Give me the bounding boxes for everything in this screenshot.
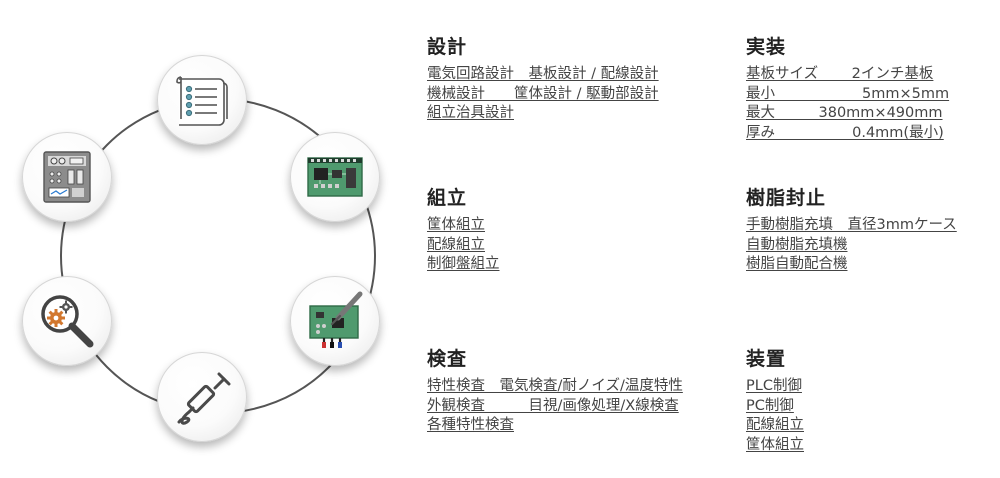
equipment-item[interactable]: 配線組立 (746, 417, 804, 433)
equipment-items: PLC制御 PC制御 配線組立 筐体組立 (746, 377, 804, 455)
assembly-item[interactable]: 制御盤組立 (427, 256, 500, 272)
assembly-title: 組立 (427, 187, 468, 209)
equipment-item[interactable]: PLC制御 (746, 378, 802, 394)
assembly-section: 組立 筐体組立 配線組立 制御盤組立 (427, 183, 500, 275)
mounting-item[interactable]: 最小 5mm×5mm (746, 85, 950, 102)
mounting-item[interactable]: 厚み 0.4mm(最小) (746, 124, 944, 141)
equipment-item[interactable]: 筐体組立 (746, 436, 804, 453)
resin-item[interactable]: 自動樹脂充填機 (746, 236, 848, 253)
circuit-board-icon (307, 157, 363, 197)
resin-section: 樹脂封止 手動樹脂充填 直径3mmケース 自動樹脂充填機 樹脂自動配合機 (746, 183, 957, 275)
design-item[interactable]: 電気回路設計 基板設計 / 配線設計 (427, 66, 659, 82)
resin-item[interactable]: 手動樹脂充填 直径3mmケース (746, 217, 957, 233)
design-title: 設計 (427, 36, 468, 58)
assembly-item[interactable]: 配線組立 (427, 236, 485, 253)
equipment-title: 装置 (746, 348, 787, 370)
inspection-title: 検査 (427, 348, 468, 370)
mounting-section: 実装 基板サイズ 2インチ基板 最小 5mm×5mm 最大 380mm×490m… (746, 32, 949, 143)
resin-node (157, 352, 247, 442)
spec-document-icon (176, 76, 228, 126)
mounting-node (290, 132, 380, 222)
inspection-items: 特性検査 電気検査/耐ノイズ/温度特性 外観検査 目視/画像処理/X線検査 各種… (427, 377, 683, 436)
equipment-item[interactable]: PC制御 (746, 397, 794, 414)
mounting-item[interactable]: 最大 380mm×490mm (746, 105, 943, 121)
inspection-item[interactable]: 外観検査 目視/画像処理/X線検査 (427, 397, 679, 414)
design-item[interactable]: 機械設計 筐体設計 / 駆動部設計 (427, 85, 659, 102)
assembly-item[interactable]: 筐体組立 (427, 217, 485, 233)
assembly-items: 筐体組立 配線組立 制御盤組立 (427, 216, 500, 275)
design-node (157, 55, 247, 145)
equipment-section: 装置 PLC制御 PC制御 配線組立 筐体組立 (746, 344, 804, 455)
resin-item[interactable]: 樹脂自動配合機 (746, 256, 848, 272)
inspection-section: 検査 特性検査 電気検査/耐ノイズ/温度特性 外観検査 目視/画像処理/X線検査… (427, 344, 683, 436)
mounting-title: 実装 (746, 36, 787, 58)
process-cycle-diagram (0, 0, 400, 478)
equipment-node (22, 132, 112, 222)
design-section: 設計 電気回路設計 基板設計 / 配線設計 機械設計 筐体設計 / 駆動部設計 … (427, 32, 659, 124)
design-item[interactable]: 組立治具設計 (427, 105, 514, 121)
inspection-magnifier-gears-icon (41, 295, 94, 348)
soldering-iron-board-icon (309, 291, 363, 348)
mounting-item[interactable]: 基板サイズ 2インチ基板 (746, 66, 934, 82)
inspection-item[interactable]: 特性検査 電気検査/耐ノイズ/温度特性 (427, 378, 683, 394)
inspection-item[interactable]: 各種特性検査 (427, 417, 514, 433)
resin-title: 樹脂封止 (746, 187, 827, 209)
design-items: 電気回路設計 基板設計 / 配線設計 機械設計 筐体設計 / 駆動部設計 組立治… (427, 65, 659, 124)
mounting-items: 基板サイズ 2インチ基板 最小 5mm×5mm 最大 380mm×490mm 厚… (746, 65, 949, 143)
resin-items: 手動樹脂充填 直径3mmケース 自動樹脂充填機 樹脂自動配合機 (746, 216, 957, 275)
control-panel-icon (43, 151, 91, 203)
dispenser-syringe-icon (177, 372, 231, 425)
assembly-node (290, 276, 380, 366)
inspection-node (22, 276, 112, 366)
